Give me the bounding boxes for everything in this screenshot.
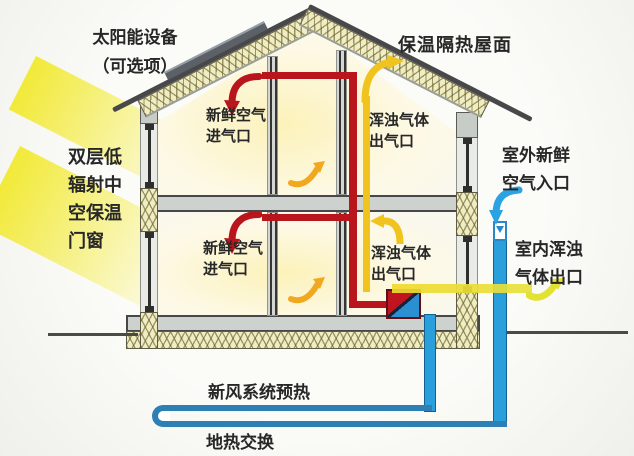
right-wall-insulation-mid — [456, 192, 478, 236]
geothermal-tube-ubend — [152, 405, 170, 427]
exhaust-duct-riser — [363, 96, 370, 292]
interior-frame-upper-right — [336, 50, 347, 195]
outdoor-fresh-air-inlet-label: 室外新鲜 空气入口 — [502, 142, 570, 198]
outdoor-inlet-arrow-icon — [489, 186, 523, 226]
solar-label-line2: （可选项） — [92, 57, 178, 77]
indoor-outlet-arrow-icon — [526, 278, 564, 304]
fresh-upper-line2: 进气口 — [206, 127, 252, 145]
heat-exchanger — [386, 289, 421, 319]
supply-duct-riser — [349, 72, 357, 308]
left-wall-window-lower — [140, 232, 158, 312]
right-wall-window-lower — [456, 236, 478, 292]
fresh-air-pipe-indoor — [424, 314, 436, 412]
fresh-air-inlet-lower-label: 新鲜空气 进气口 — [203, 238, 263, 280]
outdoor-inlet-line1: 室外新鲜 — [502, 146, 570, 166]
room-air-arrow-upper-icon — [288, 160, 326, 188]
insulated-window-label: 双层低 辐射中 空保温 门窗 — [68, 144, 122, 256]
dirty-lower-line2: 出气口 — [371, 265, 417, 283]
fresh-air-preheat-label: 新风系统预热 — [208, 383, 310, 403]
intake-cap-triangle-icon — [496, 226, 504, 233]
right-wall-insulation-bottom — [456, 292, 478, 349]
floor-slab-middle — [156, 195, 458, 212]
indoor-outlet-line1: 室内浑浊 — [515, 240, 583, 260]
window-label-line1: 双层低 — [68, 147, 122, 168]
window-label-line4: 门窗 — [68, 231, 104, 252]
right-wall-window-upper — [456, 138, 478, 192]
exhaust-arrow-lower-icon — [370, 212, 404, 244]
ground-line-right — [507, 331, 628, 334]
exhaust-outlet-beam — [392, 284, 532, 293]
interior-frame-lower-left — [267, 212, 278, 316]
interior-frame-upper-left — [267, 56, 278, 195]
dirty-upper-line2: 出气口 — [369, 132, 415, 150]
exhaust-arrow-attic-icon — [360, 55, 404, 103]
ground-line-left — [48, 333, 138, 336]
fresh-air-pipe-intake-cap — [493, 221, 507, 241]
interior-frame-lower-right — [336, 212, 347, 316]
solar-equipment-label: 太阳能设备 （可选项） — [84, 24, 186, 82]
ground-slab-insulation — [126, 331, 480, 349]
exhaust-outlet-lower-label: 浑浊气体 出气口 — [371, 243, 431, 285]
fresh-air-arrow-lower-icon — [224, 211, 262, 255]
fresh-air-inlet-upper-label: 新鲜空气 进气口 — [206, 105, 266, 147]
geothermal-tube-bottom — [164, 421, 507, 427]
dirty-upper-line1: 浑浊气体 — [369, 111, 430, 129]
indoor-exhaust-outlet-label: 室内浑浊 气体出口 — [515, 236, 583, 292]
window-label-line3: 空保温 — [68, 203, 122, 224]
insulated-roof-label: 保温隔热屋面 — [398, 35, 512, 56]
fresh-air-arrow-upper-icon — [224, 73, 262, 117]
right-wall-top-block — [456, 112, 478, 138]
fresh-air-pipe-outdoor — [493, 240, 507, 427]
left-wall-insulation-mid — [140, 188, 158, 232]
room-air-arrow-lower-icon — [288, 276, 326, 304]
fresh-upper-line1: 新鲜空气 — [206, 106, 267, 124]
left-wall-window-upper — [140, 124, 158, 188]
supply-duct-elbow — [349, 301, 390, 308]
window-label-line2: 辐射中 — [68, 175, 122, 196]
solar-label-line1: 太阳能设备 — [92, 28, 178, 48]
supply-duct-attic-branch — [262, 72, 357, 79]
dirty-lower-line1: 浑浊气体 — [371, 244, 432, 262]
outdoor-inlet-line2: 空气入口 — [502, 174, 570, 194]
left-wall-insulation-bottom — [140, 312, 158, 349]
geothermal-tube-top — [164, 405, 432, 411]
fresh-lower-line2: 进气口 — [203, 260, 249, 278]
geothermal-exchange-label: 地热交换 — [206, 433, 274, 453]
supply-duct-lower-branch — [262, 214, 357, 221]
exhaust-outlet-upper-label: 浑浊气体 出气口 — [369, 110, 429, 152]
fresh-lower-line1: 新鲜空气 — [203, 239, 264, 257]
indoor-outlet-line2: 气体出口 — [515, 268, 583, 288]
